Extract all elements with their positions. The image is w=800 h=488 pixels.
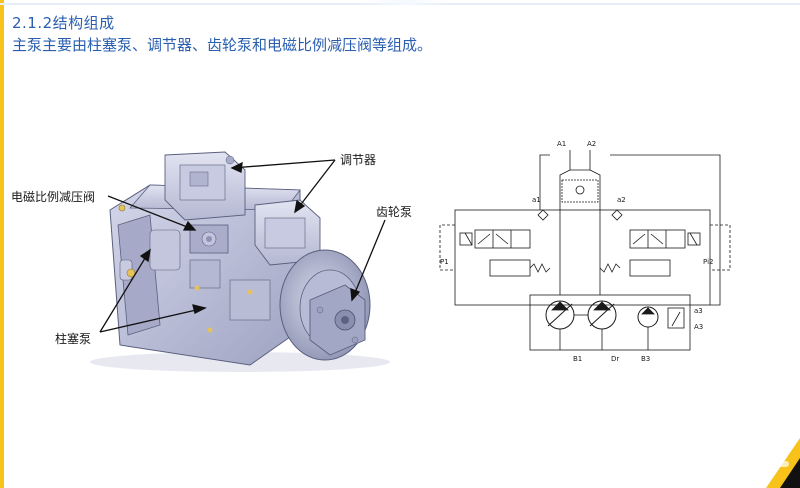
port-A2: A2 — [587, 140, 596, 148]
section-title: 2.1.2结构组成 — [12, 14, 115, 32]
port-P1: P1 — [440, 258, 449, 266]
label-regulator: 调节器 — [340, 153, 377, 167]
watermark-logo — [741, 459, 789, 469]
port-Dr: Dr — [611, 355, 619, 363]
hydraulic-schematic: A1 A2 a1 a2 P1 Pi2 a3 A3 B1 Dr B3 — [439, 140, 731, 363]
section-subtitle: 主泵主要由柱塞泵、调节器、齿轮泵和电磁比例减压阀等组成。 — [12, 36, 433, 54]
port-a1: a1 — [532, 196, 541, 204]
port-A3: A3 — [694, 323, 703, 331]
port-Pi2: Pi2 — [703, 258, 713, 266]
label-solenoid-valve: 电磁比例减压阀 — [11, 190, 96, 204]
port-a3: a3 — [694, 307, 703, 315]
port-A1: A1 — [557, 140, 566, 148]
left-accent-bar — [0, 0, 4, 488]
label-piston-pump: 柱塞泵 — [55, 332, 92, 346]
port-B1: B1 — [573, 355, 582, 363]
top-glint — [360, 0, 450, 5]
main-pump-illustration — [90, 151, 390, 372]
label-gear-pump: 齿轮泵 — [376, 205, 413, 219]
port-a2: a2 — [617, 196, 626, 204]
port-B3: B3 — [641, 355, 650, 363]
